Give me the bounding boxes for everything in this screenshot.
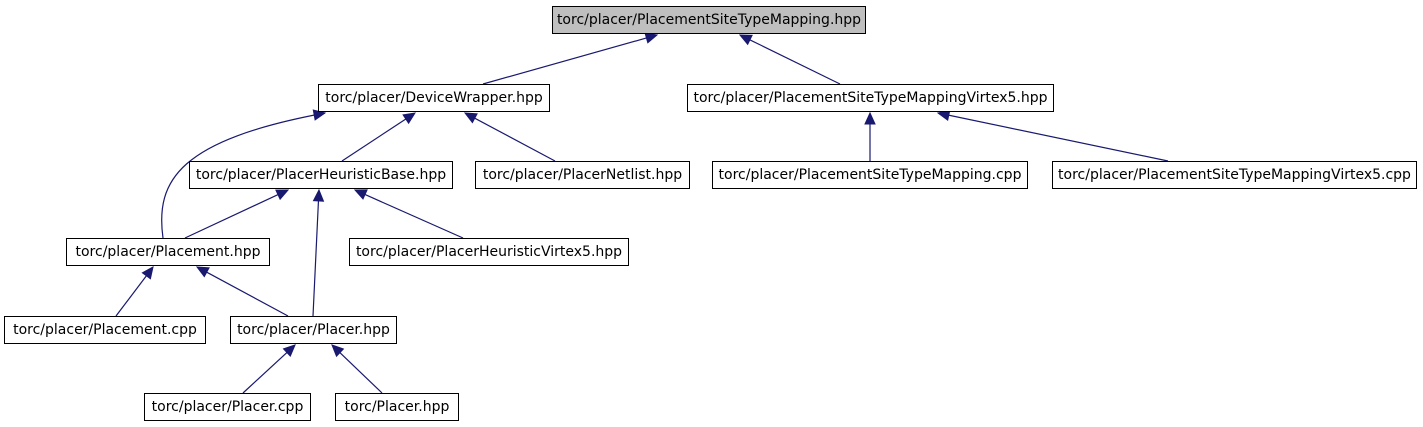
edge-n10-to-n3 — [312, 188, 325, 317]
node-placement-hpp[interactable]: torc/placer/Placement.hpp — [66, 238, 270, 266]
edge-n1-to-n0 — [482, 32, 659, 85]
edge-n3-to-n1 — [341, 112, 417, 162]
node-placer-heuristic-base-hpp[interactable]: torc/placer/PlacerHeuristicBase.hpp — [189, 161, 453, 189]
node-placement-site-type-mapping-virtex5-hpp[interactable]: torc/placer/PlacementSiteTypeMappingVirt… — [687, 84, 1054, 112]
node-device-wrapper-hpp[interactable]: torc/placer/DeviceWrapper.hpp — [318, 84, 550, 112]
node-torc-placer-hpp[interactable]: torc/Placer.hpp — [335, 393, 459, 421]
edge-n10-to-n7 — [195, 266, 289, 317]
edge-n7-to-n3 — [184, 189, 290, 239]
node-placement-site-type-mapping-virtex5-cpp[interactable]: torc/placer/PlacementSiteTypeMappingVirt… — [1052, 161, 1417, 189]
node-placement-site-type-mapping-hpp: torc/placer/PlacementSiteTypeMapping.hpp — [552, 6, 866, 34]
node-placer-heuristic-virtex5-hpp[interactable]: torc/placer/PlacerHeuristicVirtex5.hpp — [349, 238, 629, 266]
node-placer-hpp[interactable]: torc/placer/Placer.hpp — [230, 316, 397, 344]
node-placement-cpp[interactable]: torc/placer/Placement.cpp — [4, 316, 206, 344]
edge-n5-to-n2 — [864, 111, 876, 161]
edge-n8-to-n3 — [353, 189, 464, 239]
edge-n9-to-n7 — [115, 266, 154, 317]
node-placer-netlist-hpp[interactable]: torc/placer/PlacerNetlist.hpp — [475, 161, 690, 189]
edge-n12-to-n10 — [331, 344, 383, 394]
edge-n11-to-n10 — [242, 344, 296, 394]
edge-n2-to-n0 — [738, 34, 841, 85]
node-placement-site-type-mapping-cpp[interactable]: torc/placer/PlacementSiteTypeMapping.cpp — [712, 161, 1028, 189]
edge-n4-to-n1 — [463, 112, 556, 162]
edge-n6-to-n2 — [936, 109, 1169, 162]
node-placer-cpp[interactable]: torc/placer/Placer.cpp — [144, 393, 311, 421]
